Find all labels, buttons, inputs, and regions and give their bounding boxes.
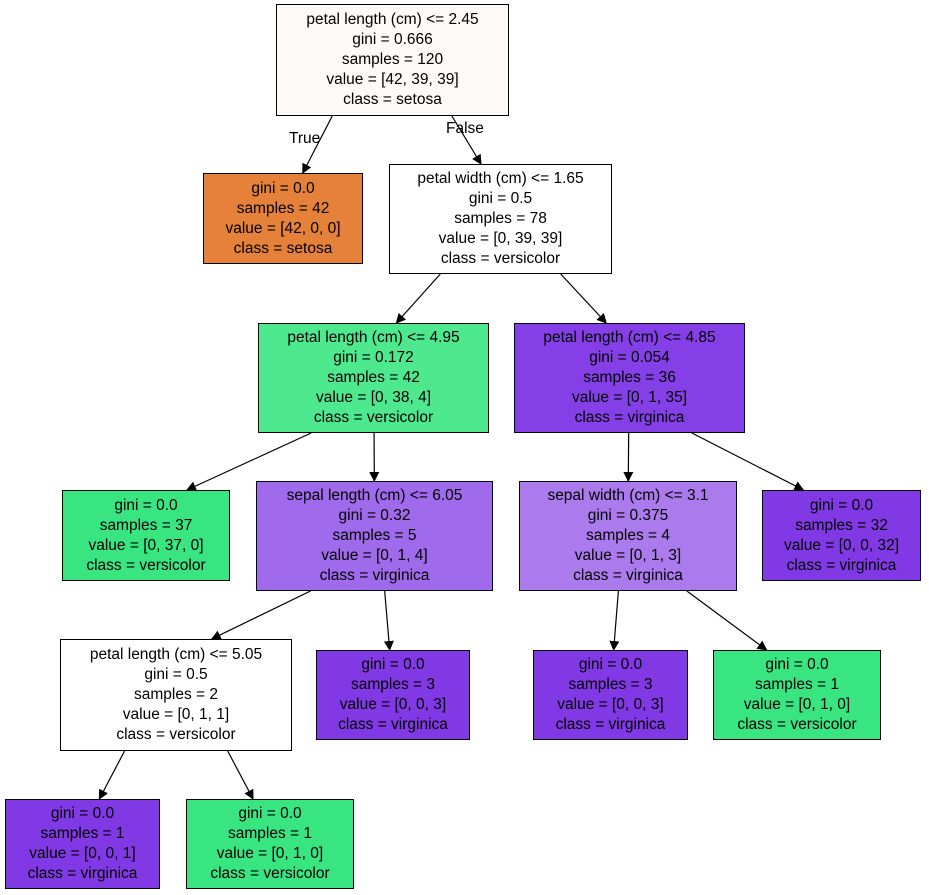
node-text-line: gini = 0.32 (338, 507, 411, 524)
node-text-line: samples = 2 (133, 686, 218, 703)
node-text-line: petal length (cm) <= 4.85 (543, 329, 716, 346)
edge-n4-n8 (691, 432, 805, 491)
node-text-line: class = versicolor (440, 250, 561, 267)
node-text-line: samples = 1 (754, 676, 839, 693)
node-text-line: value = [42, 39, 39] (326, 71, 459, 88)
node-text-line: samples = 37 (99, 516, 193, 534)
tree-node-n4: petal length (cm) <= 4.85 gini = 0.054 sam… (514, 323, 745, 433)
node-text-line: class = virginica (786, 556, 897, 574)
node-text-line: petal length (cm) <= 4.95 (287, 329, 460, 346)
node-text-line: gini = 0.5 (468, 190, 533, 207)
node-text-line: gini = 0.054 (589, 349, 670, 366)
node-text-line: class = versicolor (116, 726, 236, 743)
edge-n7-n12 (686, 590, 768, 651)
node-text-line: samples = 120 (341, 51, 444, 68)
node-text-line: samples = 4 (585, 527, 670, 544)
tree-node-n14: gini = 0.0 samples = 1 value = [0, 1, 0] cl… (186, 799, 354, 889)
node-text-line: samples = 42 (327, 369, 420, 386)
node-text-line: value = [0, 1, 4] (321, 547, 428, 564)
node-text-line: value = [0, 0, 3] (339, 696, 447, 713)
node-text-line: value = [0, 37, 0] (88, 536, 204, 554)
edge-n3-n5 (186, 432, 312, 491)
tree-node-n11: gini = 0.0 samples = 3 value = [0, 0, 3] cl… (533, 650, 688, 740)
node-text-line: sepal length (cm) <= 6.05 (286, 487, 463, 504)
tree-node-n12: gini = 0.0 samples = 1 value = [0, 1, 0] cl… (713, 650, 881, 740)
node-text-line: samples = 1 (40, 825, 125, 842)
tree-node-n5: gini = 0.0 samples = 37 value = [0, 37, 0]… (62, 490, 230, 581)
node-text-line: value = [0, 1, 0] (743, 696, 851, 713)
node-text-line: value = [0, 1, 0] (216, 845, 324, 862)
node-text-line: samples = 5 (332, 527, 417, 544)
node-text-line: gini = 0.5 (144, 666, 208, 683)
node-text-line: samples = 36 (583, 369, 676, 386)
node-text-line: class = versicolor (737, 716, 857, 733)
tree-node-n0: petal length (cm) <= 2.45 gini = 0.666 sam… (276, 4, 509, 116)
edge-n6-n9 (210, 590, 311, 640)
tree-node-n9: petal length (cm) <= 5.05 gini = 0.5 sampl… (60, 639, 292, 751)
tree-node-n7: sepal width (cm) <= 3.1 gini = 0.375 sampl… (519, 481, 737, 591)
node-text-line: class = virginica (574, 409, 685, 426)
edge-n2-n3 (395, 273, 441, 324)
node-text-line: gini = 0.0 (251, 179, 315, 197)
node-text-line: gini = 0.0 (765, 656, 829, 673)
node-text-line: class = setosa (233, 239, 333, 257)
edge-n2-n4 (560, 273, 607, 324)
node-text-line: class = versicolor (86, 556, 206, 574)
node-text-line: samples = 1 (227, 825, 312, 842)
edge-n9-n14 (227, 750, 254, 800)
node-text-line: class = versicolor (210, 865, 330, 882)
node-text-line: value = [0, 0, 32] (783, 536, 900, 554)
node-text-line: class = virginica (573, 567, 683, 584)
edge-n0-n1 (302, 115, 333, 174)
node-text-line: gini = 0.0 (361, 656, 425, 673)
node-text-line: class = versicolor (313, 409, 434, 426)
node-text-line: class = virginica (319, 567, 430, 584)
node-text-line: gini = 0.0 (578, 656, 643, 673)
edge-label-false: False (446, 120, 484, 137)
node-text-line: samples = 3 (568, 676, 653, 693)
node-text-line: petal length (cm) <= 2.45 (306, 11, 479, 28)
node-text-line: gini = 0.0 (50, 805, 115, 822)
node-text-line: gini = 0.0 (238, 805, 302, 822)
node-text-line: gini = 0.172 (333, 349, 414, 366)
node-text-line: value = [0, 38, 4] (315, 389, 432, 406)
node-text-line: value = [0, 1, 35] (571, 389, 688, 406)
tree-node-n1: gini = 0.0 samples = 42 value = [42, 0, 0]… (203, 173, 363, 264)
edge-label-true: True (289, 130, 321, 147)
node-text-line: sepal width (cm) <= 3.1 (547, 487, 709, 504)
node-text-line: value = [42, 0, 0] (225, 219, 341, 237)
edge-n9-n13 (98, 750, 126, 800)
node-text-line: samples = 78 (454, 210, 547, 227)
node-text-line: petal length (cm) <= 5.05 (89, 646, 263, 663)
edge-n0-n2 (451, 115, 482, 165)
node-text-line: value = [0, 1, 1] (122, 706, 230, 723)
node-text-line: value = [0, 39, 39] (438, 230, 563, 247)
node-text-line: class = virginica (555, 716, 666, 733)
tree-node-n3: petal length (cm) <= 4.95 gini = 0.172 sam… (258, 323, 489, 433)
tree-node-n10: gini = 0.0 samples = 3 value = [0, 0, 3] cl… (316, 650, 470, 740)
node-text-line: class = virginica (27, 865, 138, 882)
node-text-line: value = [0, 1, 3] (574, 547, 682, 564)
node-text-line: value = [0, 0, 3] (557, 696, 664, 713)
node-text-line: samples = 3 (350, 676, 435, 693)
node-text-line: samples = 32 (795, 516, 888, 534)
tree-node-n2: petal width (cm) <= 1.65 gini = 0.5 sample… (389, 164, 612, 274)
node-text-line: gini = 0.666 (352, 31, 433, 48)
node-text-line: class = virginica (338, 716, 448, 733)
node-text-line: class = setosa (343, 91, 442, 108)
tree-node-n8: gini = 0.0 samples = 32 value = [0, 0, 32]… (762, 490, 921, 581)
node-text-line: gini = 0.0 (809, 496, 874, 514)
node-text-line: samples = 42 (236, 199, 330, 217)
edge-n7-n11 (609, 590, 620, 651)
node-text-line: gini = 0.375 (587, 507, 669, 524)
edge-n6-n10 (383, 590, 394, 651)
tree-node-n13: gini = 0.0 samples = 1 value = [0, 0, 1] cl… (5, 799, 160, 889)
tree-node-n6: sepal length (cm) <= 6.05 gini = 0.32 samp… (256, 481, 493, 591)
node-text-line: gini = 0.0 (114, 496, 178, 514)
node-text-line: petal width (cm) <= 1.65 (417, 170, 584, 187)
node-text-line: value = [0, 0, 1] (29, 845, 136, 862)
